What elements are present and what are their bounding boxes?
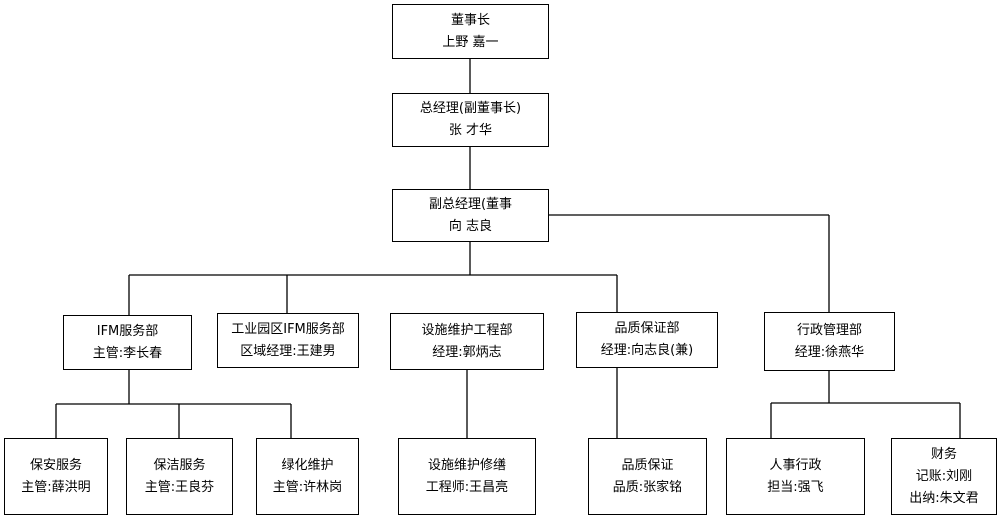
facility-repair-person: 工程师:王昌亮: [425, 479, 509, 495]
greening-title: 绿化维护: [281, 457, 334, 473]
chairman-title: 董事长: [450, 12, 490, 28]
quality-dept-title: 品质保证部: [614, 321, 680, 336]
admin-dept-title: 行政管理部: [796, 322, 862, 338]
deputy-gm-title: 副总经理(董事: [428, 196, 513, 212]
security-person: 主管:薛洪明: [21, 479, 91, 495]
ifm-dept-title: IFM服务部: [96, 323, 159, 339]
general-manager-name: 张 才华: [448, 123, 493, 138]
node-deputy-gm: 副总经理(董事 向 志良: [392, 189, 549, 242]
security-title: 保安服务: [29, 457, 82, 473]
admin-dept-person: 经理:徐燕华: [794, 344, 865, 360]
quality-dept-person: 经理:向志良(兼): [600, 343, 694, 358]
ifm-dept-person: 主管:李长春: [92, 345, 163, 361]
node-general-manager: 总经理(副董事长) 张 才华: [392, 93, 549, 147]
node-chairman: 董事长 上野 嘉一: [392, 4, 549, 59]
qa-unit-title: 品质保证: [621, 457, 674, 473]
facility-repair-title: 设施维护修缮: [427, 457, 506, 473]
facility-dept-person: 经理:郭炳志: [432, 344, 502, 360]
node-security: 保安服务 主管:薛洪明: [4, 438, 108, 515]
node-quality-dept: 品质保证部 经理:向志良(兼): [576, 312, 718, 368]
node-greening: 绿化维护 主管:许林岗: [256, 438, 359, 515]
cleaning-title: 保洁服务: [153, 457, 206, 473]
node-finance: 财务 记账:刘刚 出纳:朱文君: [891, 438, 997, 515]
facility-dept-title: 设施维护工程部: [421, 322, 513, 338]
greening-person: 主管:许林岗: [272, 479, 343, 495]
cleaning-person: 主管:王良芬: [144, 479, 215, 495]
node-qa-unit: 品质保证 品质:张家铭: [588, 438, 707, 515]
node-ifm-dept: IFM服务部 主管:李长春: [63, 315, 192, 370]
node-cleaning: 保洁服务 主管:王良芬: [126, 438, 233, 515]
node-facility-repair: 设施维护修缮 工程师:王昌亮: [398, 438, 536, 515]
finance-person-cashier: 出纳:朱文君: [909, 490, 979, 506]
node-admin-dept: 行政管理部 经理:徐燕华: [764, 312, 895, 371]
deputy-gm-name: 向 志良: [448, 218, 493, 234]
hr-person: 担当:强飞: [767, 479, 824, 495]
node-park-ifm-dept: 工业园区IFM服务部 区域经理:王建男: [217, 313, 359, 368]
park-ifm-dept-title: 工业园区IFM服务部: [231, 321, 345, 337]
node-facility-dept: 设施维护工程部 经理:郭炳志: [390, 313, 544, 370]
qa-unit-person: 品质:张家铭: [612, 479, 683, 495]
hr-title: 人事行政: [769, 457, 822, 473]
chairman-name: 上野 嘉一: [442, 34, 499, 50]
general-manager-title: 总经理(副董事长): [419, 101, 522, 116]
node-hr: 人事行政 担当:强飞: [726, 438, 865, 515]
park-ifm-dept-person: 区域经理:王建男: [240, 343, 336, 359]
finance-title: 财务: [930, 446, 957, 462]
finance-person-bookkeeper: 记账:刘刚: [915, 468, 973, 484]
